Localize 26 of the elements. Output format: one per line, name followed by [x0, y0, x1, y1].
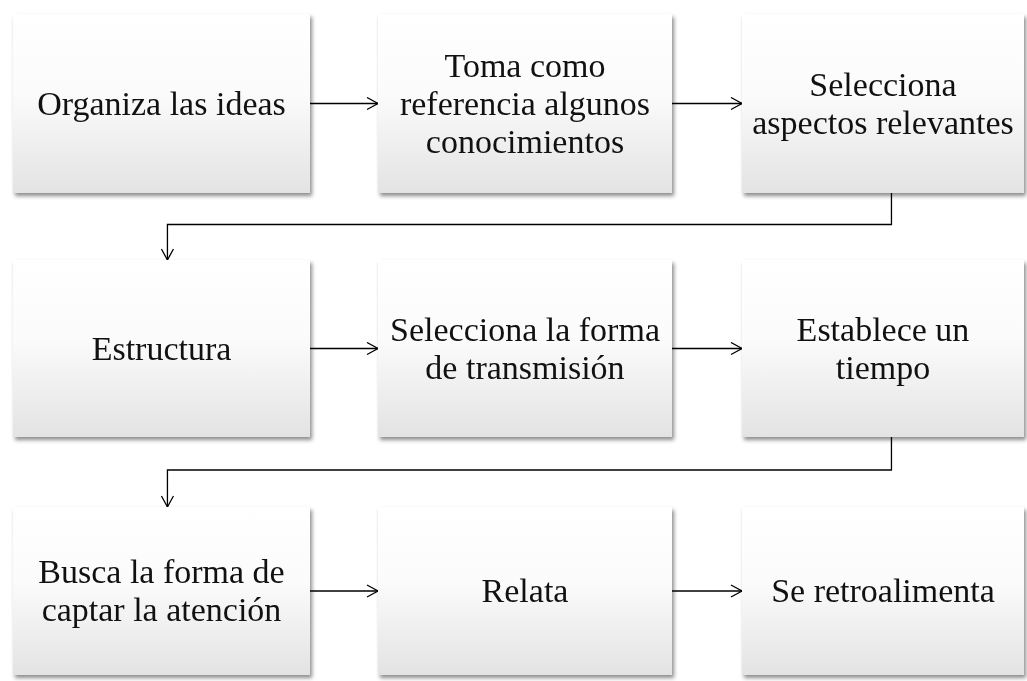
step-text: Selecciona aspectos relevantes — [751, 65, 1015, 142]
step-text: Relata — [481, 572, 569, 610]
arrow — [309, 584, 379, 598]
process-box — [742, 14, 1024, 193]
process-box — [378, 14, 672, 193]
step-text: Busca la forma de captar la atención — [37, 553, 286, 629]
process-box — [742, 507, 1024, 675]
process-box — [378, 260, 672, 437]
process-box — [13, 260, 310, 437]
process-box — [378, 507, 672, 675]
step-text: Toma como referencia algunos conocimientos — [398, 46, 652, 161]
process-box — [13, 14, 310, 193]
arrow — [160, 436, 893, 508]
arrow — [309, 96, 379, 111]
arrow — [671, 584, 743, 598]
step-text: Estructura — [91, 329, 232, 368]
arrow — [309, 341, 379, 356]
process-box — [742, 260, 1024, 437]
arrow — [671, 96, 743, 111]
arrow — [160, 192, 893, 261]
process-box — [13, 507, 310, 675]
step-text: Se retroalimenta — [771, 572, 995, 610]
step-text: Establece un tiempo — [795, 310, 971, 387]
step-text: Selecciona la forma de transmisión — [389, 310, 661, 387]
arrow — [671, 341, 743, 356]
step-text: Organiza las ideas — [37, 84, 286, 123]
